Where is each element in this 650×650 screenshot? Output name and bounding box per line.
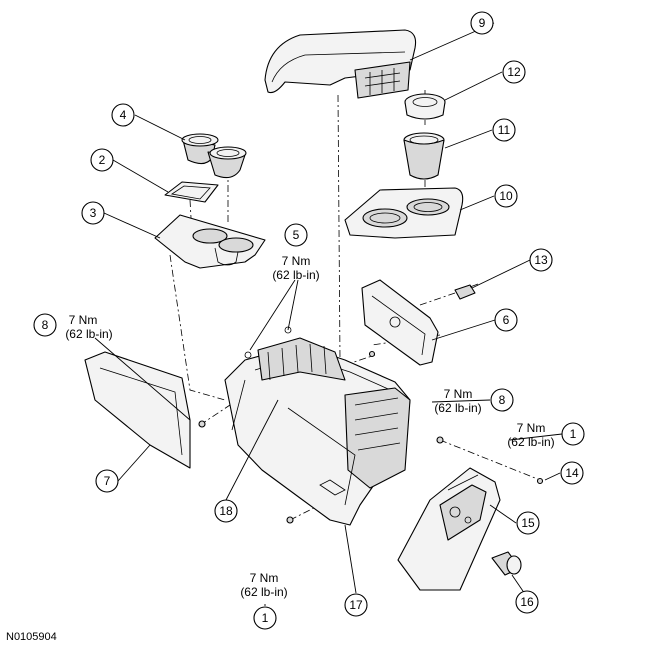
torque-spec-1-bottom: 7 Nm (62 lb-in): [240, 571, 287, 599]
callout-10: 10: [494, 184, 518, 208]
callout-1-bottom: 1: [253, 606, 277, 630]
cup-insert: [403, 132, 445, 180]
callout-2: 2: [90, 148, 114, 172]
callout-3: 3: [81, 201, 105, 225]
power-socket: [491, 551, 522, 576]
callout-10-label: 10: [499, 189, 513, 203]
torque-1-right-imperial: (62 lb-in): [507, 435, 554, 449]
callout-11: 11: [492, 118, 516, 142]
callout-7: 7: [95, 469, 119, 493]
torque-1-bottom-metric: 7 Nm: [250, 571, 279, 585]
rear-console-panel: [397, 467, 501, 591]
callout-3-label: 3: [90, 206, 97, 220]
torque-spec-5: 7 Nm (62 lb-in): [272, 254, 319, 282]
small-tray: [164, 181, 219, 203]
callout-15-label: 15: [521, 516, 535, 530]
callout-18: 18: [214, 499, 238, 523]
callout-7-label: 7: [104, 474, 111, 488]
torque-5-metric: 7 Nm: [282, 254, 311, 268]
right-side-panel: [361, 279, 439, 366]
cup-holder-ring: [404, 93, 446, 120]
torque-8-right-imperial: (62 lb-in): [434, 401, 481, 415]
callout-5: 5: [284, 223, 308, 247]
callout-8-right-label: 8: [499, 393, 506, 407]
leader-lines: [94, 22, 563, 606]
torque-5-imperial: (62 lb-in): [272, 268, 319, 282]
callout-14: 14: [560, 461, 584, 485]
callout-1-bottom-label: 1: [262, 611, 269, 625]
callout-5-label: 5: [293, 228, 300, 242]
torque-1-right-metric: 7 Nm: [517, 421, 546, 435]
left-side-trim-panel: [84, 351, 191, 469]
front-cup-holder-insert: [181, 133, 247, 179]
callout-1-right: 1: [561, 422, 585, 446]
callout-12: 12: [502, 60, 526, 84]
callout-8-right: 8: [490, 388, 514, 412]
fastener-13: [454, 283, 479, 300]
console-body: [224, 326, 411, 526]
torque-spec-1-right: 7 Nm (62 lb-in): [507, 421, 554, 449]
torque-spec-8-right: 7 Nm (62 lb-in): [434, 387, 481, 415]
armrest-lid: [264, 29, 417, 99]
front-console-bezel: [154, 214, 266, 269]
callout-6: 6: [494, 308, 518, 332]
callout-17: 17: [344, 593, 368, 617]
callout-4: 4: [111, 103, 135, 127]
figure-id: N0105904: [6, 631, 57, 643]
callout-8-left-label: 8: [42, 318, 49, 332]
callout-15: 15: [516, 511, 540, 535]
callout-8-left: 8: [33, 313, 57, 337]
callout-9: 9: [470, 11, 494, 35]
callout-16: 16: [515, 590, 539, 614]
callout-16-label: 16: [520, 595, 534, 609]
callout-14-label: 14: [565, 466, 579, 480]
torque-8-left-metric: 7 Nm: [69, 313, 98, 327]
torque-8-left-imperial: (62 lb-in): [65, 327, 112, 341]
torque-8-right-metric: 7 Nm: [444, 387, 473, 401]
callout-4-label: 4: [120, 108, 127, 122]
callout-1-right-label: 1: [570, 427, 577, 441]
callout-6-label: 6: [503, 313, 510, 327]
screw-fasteners: [198, 350, 544, 524]
torque-1-bottom-imperial: (62 lb-in): [240, 585, 287, 599]
callout-13-label: 13: [534, 253, 548, 267]
torque-spec-8-left: 7 Nm (62 lb-in): [65, 313, 112, 341]
callout-2-label: 2: [99, 153, 106, 167]
callout-13: 13: [529, 248, 553, 272]
callout-18-label: 18: [219, 504, 233, 518]
callout-12-label: 12: [507, 65, 521, 79]
rear-cup-holder-bezel: [344, 187, 464, 239]
callout-17-label: 17: [349, 598, 363, 612]
callout-11-label: 11: [498, 123, 511, 137]
callout-9-label: 9: [479, 16, 486, 30]
